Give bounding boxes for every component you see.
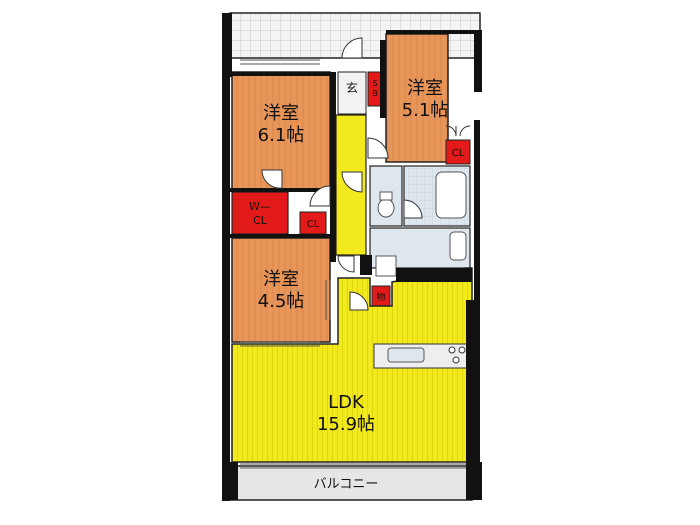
- bathtub-icon: [435, 171, 467, 219]
- closet-label-room2: CL: [452, 148, 465, 159]
- shoe-box-label-1: S: [372, 79, 377, 88]
- walls: [222, 13, 482, 501]
- washbasin-icon: [375, 255, 397, 277]
- western-room-1-size: 6.1帖: [258, 125, 305, 146]
- entrance-label: 玄: [346, 80, 358, 95]
- closet-label-small: CL: [307, 219, 320, 230]
- western-room-2-name: 洋室: [407, 78, 443, 99]
- western-room-3: [231, 237, 331, 343]
- ldk-name: LDK: [328, 392, 365, 413]
- western-room-1-name: 洋室: [263, 103, 299, 124]
- balcony-label: バルコニー: [314, 477, 379, 492]
- ldk-size: 15.9帖: [317, 414, 375, 435]
- door-swings: [261, 37, 471, 311]
- walk-in-closet: [231, 191, 289, 235]
- western-room-2-size: 5.1帖: [402, 100, 449, 121]
- walk-in-closet-label-2: CL: [253, 214, 268, 227]
- walk-in-closet-label-1: W—: [249, 200, 271, 213]
- stove-icon: [448, 346, 456, 354]
- shoe-box-label-2: B: [372, 89, 378, 98]
- closet-room2: [445, 139, 471, 165]
- western-room-3-size: 4.5帖: [258, 291, 305, 312]
- entrance-floor: [337, 71, 367, 115]
- western-room-3-name: 洋室: [263, 269, 299, 290]
- window-lines: [240, 59, 466, 469]
- sink-icon: [387, 347, 425, 363]
- toilet-icon: [377, 198, 395, 218]
- storage-label: 物: [376, 291, 385, 303]
- ldk-room: [231, 267, 473, 463]
- washing-machine-icon: [449, 231, 467, 261]
